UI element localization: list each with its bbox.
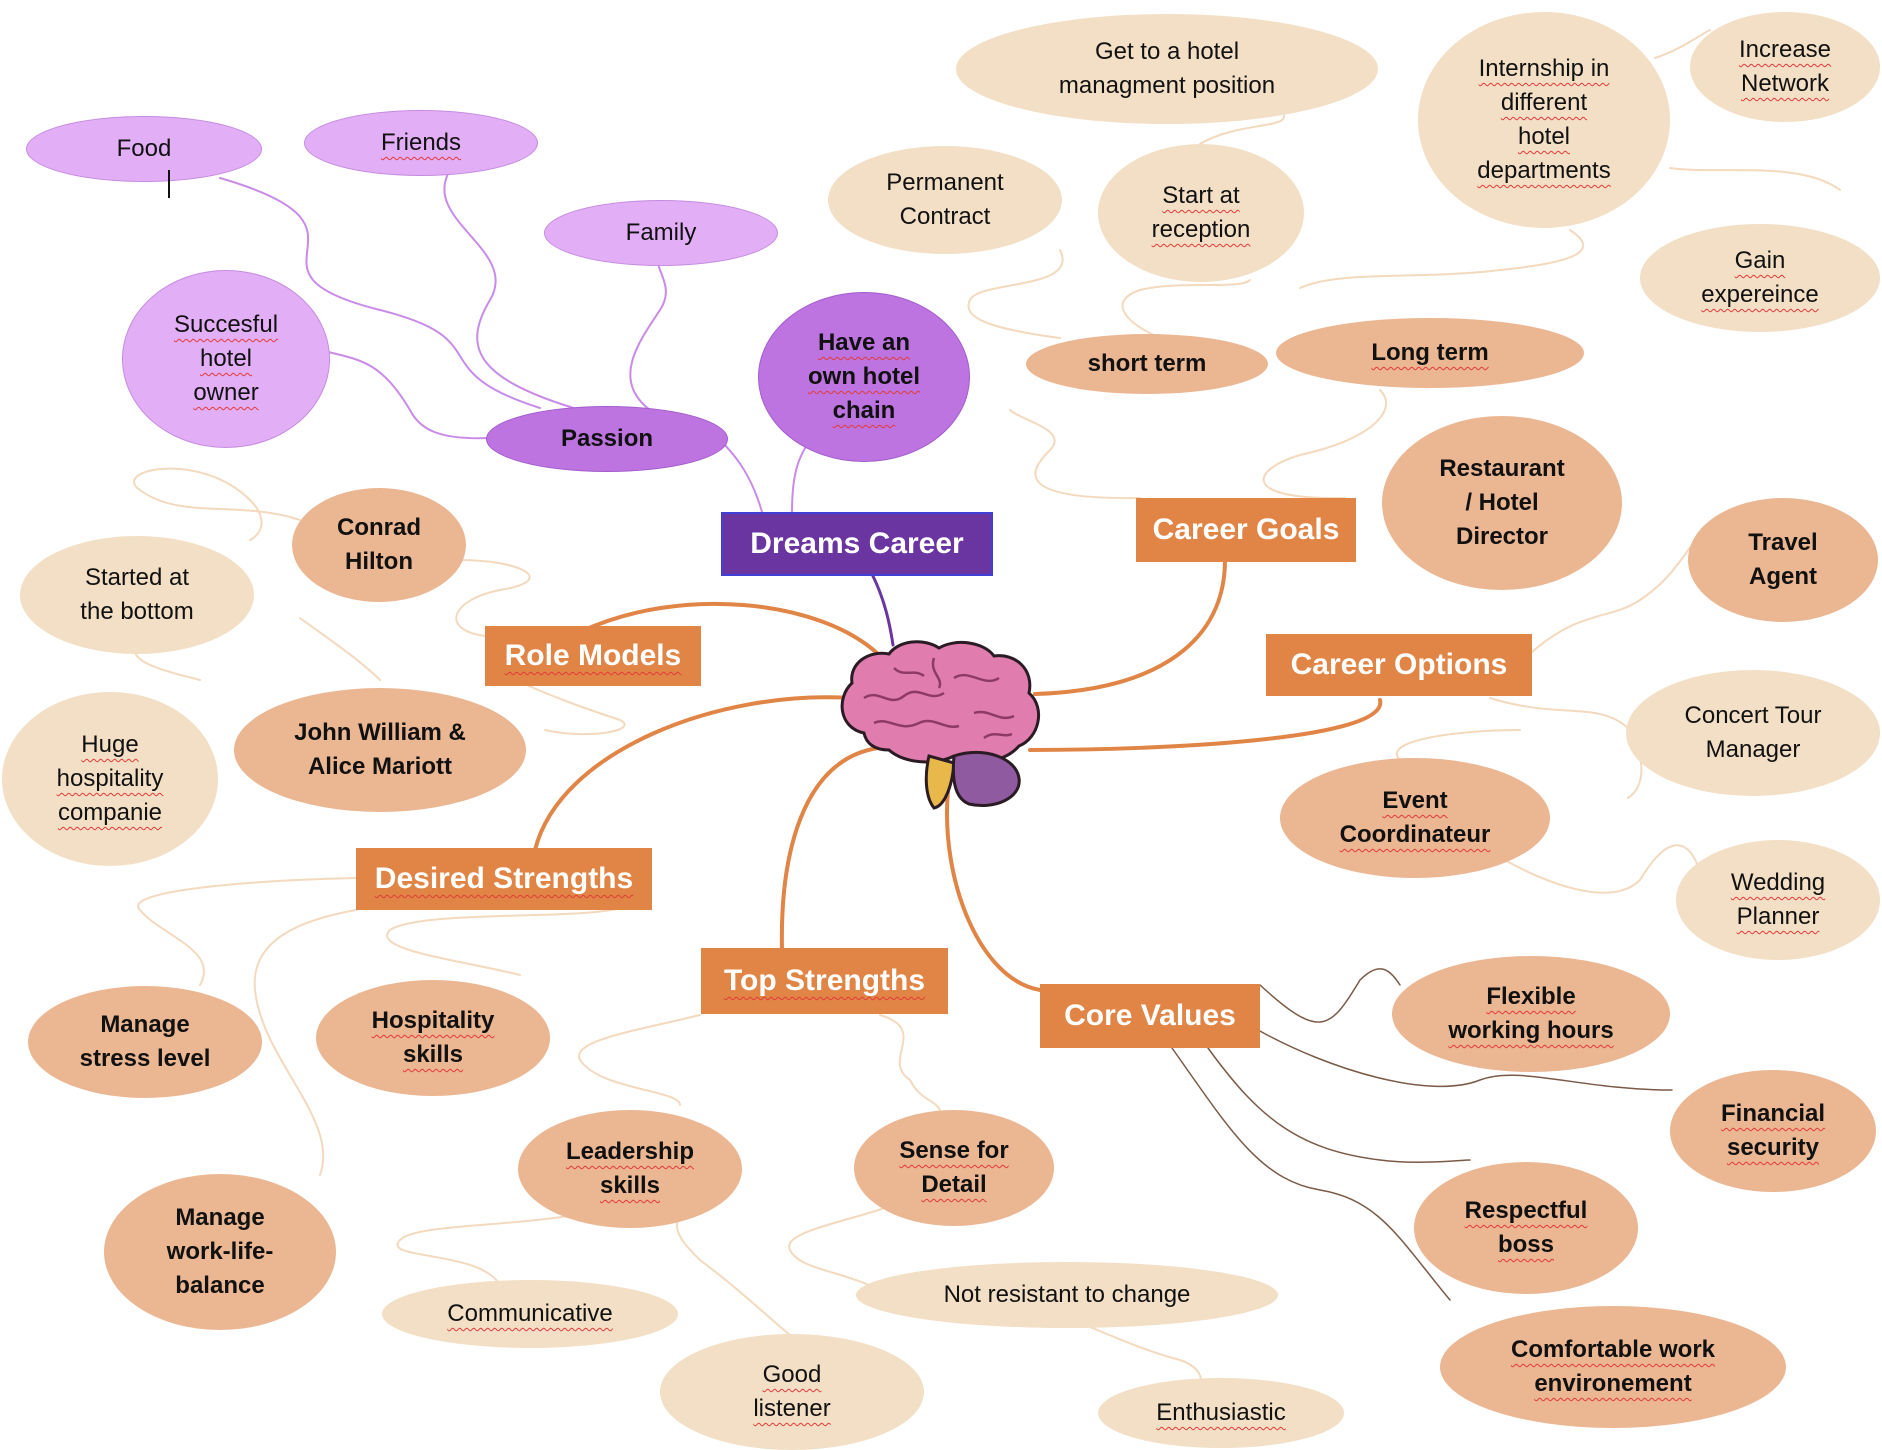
node-event-coordinateur: Event Coordinateur (1280, 758, 1550, 878)
node-comfortable-work-environement: Comfortable work environement (1440, 1306, 1786, 1428)
node-communicative: Communicative (382, 1280, 678, 1348)
node-restaurant-hotel-director: Restaurant / Hotel Director (1382, 416, 1622, 590)
node-leadership-skills: Leadership skills (518, 1110, 742, 1228)
link-values-respectful (1207, 1047, 1471, 1163)
link-long-internship (1299, 229, 1584, 289)
link-values-flexible (1259, 968, 1401, 1023)
link-passion-food (219, 177, 541, 409)
node-gain-experience: Gain expereince (1640, 224, 1880, 332)
node-internship: Internship in different hotel department… (1418, 12, 1670, 228)
node-succesful-hotel-owner: Succesful hotel owner (122, 270, 330, 448)
link-conrad-bottom (133, 467, 301, 541)
link-brain-top-strengths (779, 746, 880, 952)
node-not-resistant-to-change: Not resistant to change (856, 1262, 1278, 1328)
node-passion: Passion (486, 406, 728, 472)
text-cursor (168, 170, 170, 198)
node-wedding-planner: Wedding Planner (1676, 840, 1880, 960)
link-event-wedding (1504, 844, 1701, 894)
link-strengths-not-resistant (788, 1201, 901, 1291)
node-sense-for-detail: Sense for Detail (854, 1110, 1054, 1226)
node-enthusiastic: Enthusiastic (1098, 1378, 1344, 1448)
node-short-term: short term (1026, 334, 1268, 394)
category-career-goals: Career Goals (1136, 498, 1356, 562)
link-top-leadership (578, 1014, 701, 1106)
node-conrad-hilton: Conrad Hilton (292, 488, 466, 602)
link-center-brain (870, 572, 895, 647)
node-huge-hospitality-companie: Huge hospitality companie (2, 692, 218, 866)
node-own-hotel-chain: Have an own hotel chain (758, 292, 970, 462)
category-core-values: Core Values (1040, 984, 1260, 1048)
link-options-travel (1531, 544, 1693, 653)
link-brain-core-values (945, 788, 1042, 992)
link-rolemodels-conrad (455, 559, 531, 637)
link-passion-friends (443, 169, 581, 411)
node-increase-network: Increase Network (1690, 12, 1880, 122)
category-top-strengths: Top Strengths (701, 948, 948, 1014)
link-strengths-listener (676, 1199, 791, 1336)
link-strengths-communicative (396, 1199, 631, 1286)
link-goals-short (1009, 409, 1141, 500)
category-career-options: Career Options (1266, 634, 1532, 696)
link-passion-family (629, 254, 671, 411)
link-values-comfortable (1171, 1047, 1451, 1301)
brain-icon (840, 640, 1040, 810)
node-start-at-reception: Start at reception (1098, 144, 1304, 282)
link-internship-network (1654, 29, 1711, 59)
link-top-detail (879, 1014, 941, 1111)
link-desired-stress (137, 877, 357, 986)
center-node-dreams-career: Dreams Career (721, 512, 993, 576)
link-passion-hotel-owner (319, 349, 491, 440)
link-goals-long (1262, 389, 1387, 500)
node-john-alice-mariott: John William & Alice Mariott (234, 688, 526, 812)
node-family: Family (544, 200, 778, 266)
node-hospitality-skills: Hospitality skills (316, 980, 550, 1096)
link-desired-work-life (253, 909, 357, 1176)
link-short-contract (967, 249, 1064, 339)
link-short-reception (1121, 279, 1251, 339)
node-good-listener: Good listener (660, 1334, 924, 1450)
link-internship-experience (1669, 167, 1841, 191)
node-manage-stress: Manage stress level (28, 986, 262, 1098)
link-values-financial (1257, 1029, 1673, 1091)
node-long-term: Long term (1276, 318, 1584, 388)
node-permanent-contract: Permanent Contract (828, 146, 1062, 254)
node-travel-agent: Travel Agent (1688, 498, 1878, 622)
node-food: Food (26, 116, 262, 182)
category-role-models: Role Models (485, 626, 701, 686)
node-friends: Friends (304, 110, 538, 176)
link-rolemodels-mariott (519, 681, 626, 736)
node-hotel-management-position: Get to a hotel managment position (956, 14, 1378, 124)
link-center-own-hotel (791, 439, 811, 513)
link-center-passion (719, 439, 763, 513)
link-brain-career-goals (1033, 558, 1227, 696)
node-started-at-bottom: Started at the bottom (20, 536, 254, 654)
node-flexible-working-hours: Flexible working hours (1392, 956, 1670, 1072)
node-manage-work-life-balance: Manage work-life- balance (104, 1174, 336, 1330)
link-brain-career-options (1028, 698, 1383, 752)
link-desired-hospitality (386, 907, 621, 976)
node-financial-security: Financial security (1670, 1070, 1876, 1192)
link-brain-role-models (578, 601, 880, 656)
category-desired-strengths: Desired Strengths (356, 848, 652, 910)
node-concert-tour-manager: Concert Tour Manager (1626, 670, 1880, 796)
node-respectful-boss: Respectful boss (1414, 1162, 1638, 1294)
link-brain-desired-strengths (533, 695, 852, 852)
link-mariott-huge (299, 617, 381, 681)
